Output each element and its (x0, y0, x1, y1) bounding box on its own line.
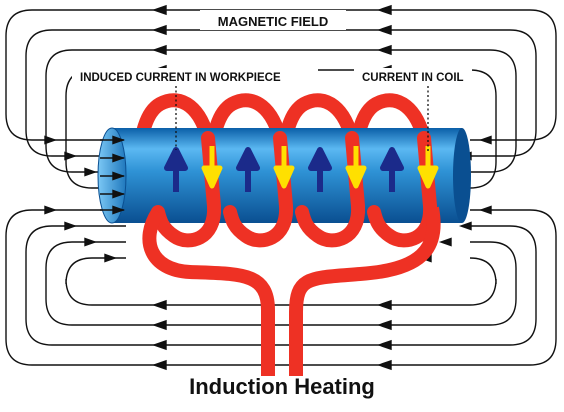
arrowhead-icon (64, 151, 78, 161)
field-loop-bottom (45, 241, 517, 326)
arrowhead-icon (376, 339, 392, 351)
arrowhead-icon (112, 135, 126, 145)
up-arrow-icon (380, 147, 404, 192)
up-arrow-icon (236, 147, 260, 192)
coil-front-segments (142, 131, 441, 376)
field-loop-bottom (5, 209, 557, 366)
up-arrow-icon (164, 147, 188, 192)
diagram-caption: Induction Heating (189, 374, 375, 399)
coil-lead-left (142, 208, 275, 376)
arrowhead-icon (151, 319, 167, 331)
coil-turn-front (223, 131, 294, 248)
induced-current-arrows (164, 147, 404, 192)
arrowhead-icon (438, 237, 452, 247)
label-pointers (175, 86, 429, 152)
arrowhead-icon (151, 4, 167, 16)
arrowhead-icon (376, 299, 392, 311)
induced-current-label: INDUCED CURRENT IN WORKPIECE (80, 72, 281, 84)
up-arrow-icon (308, 147, 332, 192)
arrowhead-icon (478, 205, 492, 215)
arrowhead-icon (376, 359, 392, 371)
magnetic-field-lines (5, 4, 557, 371)
arrowhead-icon (64, 221, 78, 231)
arrowhead-icon (44, 135, 58, 145)
arrowhead-icon (376, 4, 392, 16)
arrowhead-icon (84, 167, 98, 177)
coil-current-arrows (201, 146, 439, 189)
arrowhead-icon (151, 44, 167, 56)
current-in-coil-label: CURRENT IN COIL (362, 72, 464, 84)
arrowhead-icon (112, 189, 126, 199)
arrowhead-icon (376, 319, 392, 331)
down-arrow-icon (345, 146, 367, 189)
arrowhead-icon (376, 24, 392, 36)
arrowhead-icon (84, 237, 98, 247)
field-loop-bottom (65, 257, 497, 306)
arrowhead-icon (478, 135, 492, 145)
coil-turn-front (295, 131, 366, 248)
arrowhead-icon (151, 299, 167, 311)
arrowhead-icon (104, 253, 118, 263)
arrowhead-icon (151, 359, 167, 371)
arrowhead-icon (151, 24, 167, 36)
arrowhead-icon (376, 44, 392, 56)
arrowhead-icon (112, 205, 126, 215)
arrowhead-icon (458, 221, 472, 231)
interior-field-arrows (100, 135, 126, 215)
magnetic-field-label: MAGNETIC FIELD (218, 14, 329, 29)
down-arrow-icon (201, 146, 223, 189)
field-loop-top (45, 49, 517, 173)
coil-lead-right (289, 206, 441, 376)
arrowhead-icon (112, 153, 126, 163)
field-loop-bottom (25, 225, 537, 346)
arrowhead-icon (151, 339, 167, 351)
arrowhead-icon (44, 205, 58, 215)
down-arrow-icon (273, 146, 295, 189)
arrowhead-icon (112, 171, 126, 181)
